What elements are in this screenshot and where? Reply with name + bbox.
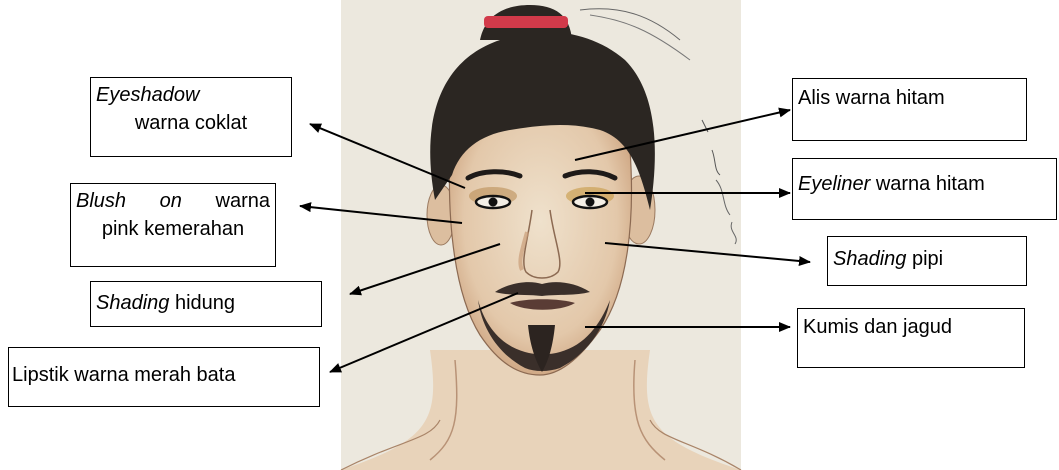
blush-on: on xyxy=(160,187,182,215)
label-shading-pipi: Shading pipi xyxy=(827,236,1027,286)
alis-text: Alis warna hitam xyxy=(798,87,945,109)
shading-hidung-term: Shading xyxy=(96,292,169,314)
left-pupil xyxy=(489,198,498,207)
eyeliner-term: Eyeliner xyxy=(798,173,870,195)
label-lipstik: Lipstik warna merah bata xyxy=(8,347,320,407)
blush-desc: pink kemerahan xyxy=(76,215,270,243)
shading-hidung-desc: hidung xyxy=(175,292,235,314)
right-pupil xyxy=(586,198,595,207)
eyeshadow-desc: warna coklat xyxy=(96,109,286,137)
blush-term: Blush xyxy=(76,187,126,215)
label-shading-hidung: Shading hidung xyxy=(90,281,322,327)
label-alis: Alis warna hitam xyxy=(792,78,1027,141)
shading-pipi-term: Shading xyxy=(833,248,906,270)
kumis-text: Kumis dan jagud xyxy=(803,316,952,338)
eyeshadow-term: Eyeshadow xyxy=(96,81,286,109)
hair-tie xyxy=(484,16,568,28)
label-eyeshadow: Eyeshadow warna coklat xyxy=(90,77,292,157)
label-eyeliner: Eyeliner warna hitam xyxy=(792,158,1057,220)
label-blush: Blush on warna pink kemerahan xyxy=(70,183,276,267)
label-kumis: Kumis dan jagud xyxy=(797,308,1025,368)
lipstik-text: Lipstik warna merah bata xyxy=(12,364,235,386)
eyeliner-desc: warna hitam xyxy=(876,173,985,195)
blush-line-1: Blush on warna xyxy=(76,187,270,215)
blush-warna: warna xyxy=(216,187,270,215)
shading-pipi-desc: pipi xyxy=(912,248,943,270)
